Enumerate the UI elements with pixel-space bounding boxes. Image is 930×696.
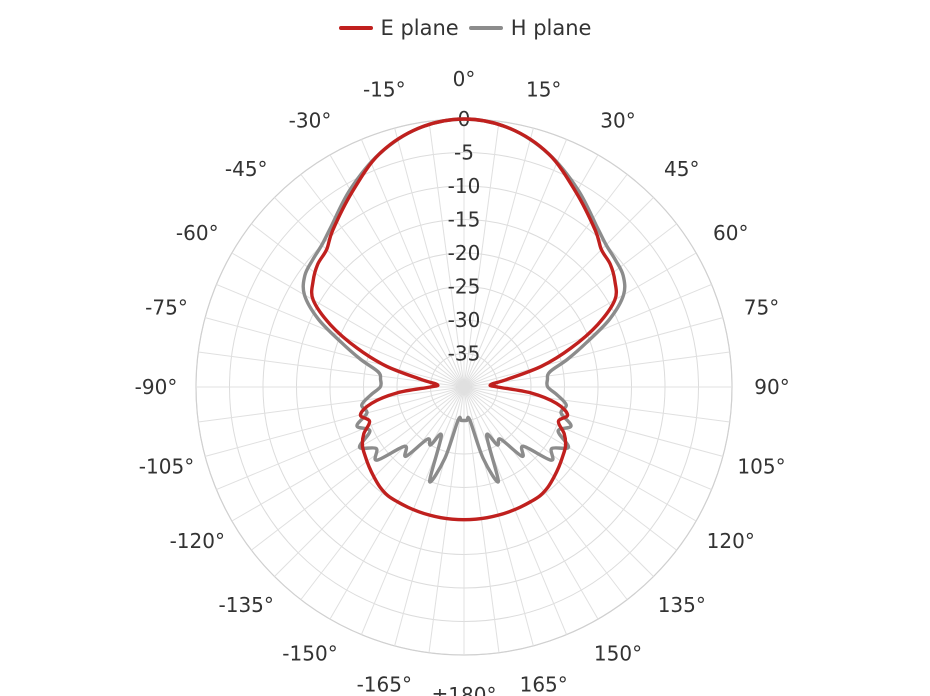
grid-spoke-262_5 [198, 386, 465, 423]
series-layer [301, 117, 627, 522]
angle-tick-m30: -30° [289, 108, 332, 132]
angle-tick-150: 150° [594, 642, 642, 666]
angle-tick-m90: -90° [135, 375, 178, 399]
radial-tick-m10: -10 [448, 174, 481, 198]
grid-spoke-277_5 [198, 351, 465, 388]
angle-tick-m150: -150° [282, 642, 337, 666]
angle-tick-180: ±180° [432, 683, 497, 696]
angle-tick-60: 60° [713, 221, 748, 245]
grid-spoke-225 [274, 386, 465, 577]
grid-spoke-322_5 [300, 174, 465, 388]
legend: E plane H plane [0, 16, 930, 40]
grid-spoke-52_5 [463, 223, 677, 388]
legend-item-e-plane[interactable]: E plane [338, 16, 459, 40]
series-line-e-plane [309, 117, 619, 522]
angle-tick-165: 165° [520, 673, 568, 696]
angle-tick-15: 15° [526, 77, 561, 101]
grid-spoke-142_5 [463, 386, 628, 600]
radial-tick-m20: -20 [448, 241, 481, 265]
grid-spoke-345 [394, 128, 465, 388]
grid-spoke-7_5 [463, 121, 500, 388]
grid-spoke-247_5 [216, 386, 465, 491]
grid-spoke-45 [463, 197, 654, 388]
angle-tick-105: 105° [737, 455, 785, 479]
grid-spoke-75 [463, 317, 723, 388]
grid-spoke-15 [463, 128, 534, 388]
grid-spoke-135 [463, 386, 654, 577]
angle-tick-m45: -45° [225, 157, 268, 181]
polar-grid [195, 118, 733, 656]
angle-tick-m165: -165° [357, 673, 412, 696]
radial-tick-m5: -5 [454, 141, 474, 165]
grid-spoke-232_5 [251, 386, 465, 551]
angle-tick-45: 45° [664, 157, 699, 181]
legend-swatch-h-plane [468, 26, 503, 30]
angle-tick-m15: -15° [363, 77, 406, 101]
grid-spoke-60 [463, 252, 697, 388]
radial-tick-m25: -25 [448, 275, 481, 299]
legend-swatch-e-plane [338, 26, 373, 30]
angle-tick-m60: -60° [176, 221, 219, 245]
grid-spoke-240 [231, 386, 465, 522]
grid-spoke-337_5 [360, 139, 465, 388]
grid-spoke-112_5 [463, 386, 712, 491]
grid-spoke-300 [231, 252, 465, 388]
grid-spoke-255 [205, 386, 465, 457]
grid-spoke-105 [463, 386, 723, 457]
angle-tick-0: 0° [453, 67, 476, 91]
angle-tick-135: 135° [658, 593, 706, 617]
angle-tick-90: 90° [754, 375, 789, 399]
grid-spoke-352_5 [428, 121, 465, 388]
angle-tick-75: 75° [744, 295, 779, 319]
grid-spoke-82_5 [463, 351, 730, 388]
series-line-h-plane [301, 117, 627, 484]
grid-spoke-22_5 [463, 139, 568, 388]
angle-tick-m105: -105° [139, 455, 194, 479]
radial-tick-m15: -15 [448, 208, 481, 232]
angle-tick-m135: -135° [219, 593, 274, 617]
angle-tick-120: 120° [707, 529, 755, 553]
radial-tick-labels: 0-5-10-15-20-25-30-35 [448, 107, 481, 366]
angle-tick-m120: -120° [170, 529, 225, 553]
grid-spoke-285 [205, 317, 465, 388]
radial-tick-m35: -35 [448, 342, 481, 366]
grid-spoke-217_5 [300, 386, 465, 600]
grid-spoke-37_5 [463, 174, 628, 388]
grid-spoke-307_5 [251, 223, 465, 388]
grid-spoke-315 [274, 197, 465, 388]
legend-label-e-plane: E plane [380, 16, 459, 40]
grid-spoke-97_5 [463, 386, 730, 423]
grid-spoke-120 [463, 386, 697, 522]
radial-tick-m30: -30 [448, 308, 481, 332]
angle-tick-30: 30° [600, 108, 635, 132]
angle-tick-m75: -75° [145, 295, 188, 319]
legend-item-h-plane[interactable]: H plane [468, 16, 592, 40]
grid-spoke-127_5 [463, 386, 677, 551]
legend-label-h-plane: H plane [510, 16, 592, 40]
angular-tick-labels: 0° 15° 30° 45° 60° 75° 90° 105° 120° 135° 150° 165°… [135, 67, 790, 696]
